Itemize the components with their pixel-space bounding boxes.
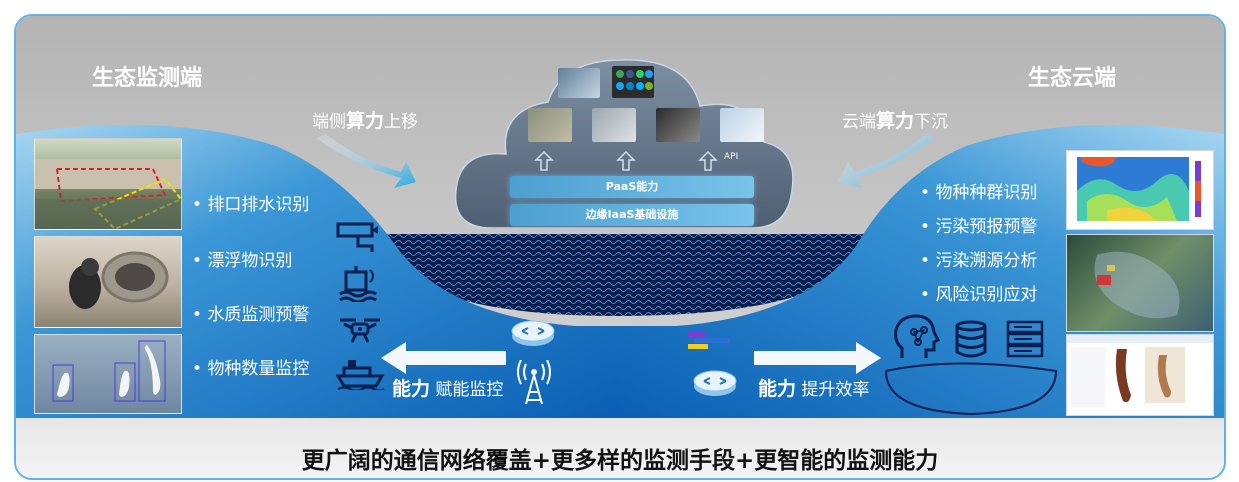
api-label: API	[724, 152, 739, 162]
left-move-suffix: 上移	[384, 112, 419, 132]
ship-icon	[336, 360, 385, 390]
left-move-prefix: 端侧	[312, 112, 346, 132]
right-bullet-text: 风险识别应对	[935, 285, 1038, 305]
iaas-bar: 边缘IaaS基础设施	[510, 204, 754, 226]
drone-icon	[340, 318, 380, 343]
left-ability-text: 赋能监控	[435, 380, 504, 400]
outfall-photo	[34, 138, 182, 230]
right-bullet-text: 物种种群识别	[935, 183, 1038, 203]
left-ability-bold: 能力	[392, 378, 431, 400]
router-icon	[693, 370, 737, 396]
satellite-map-screenshot	[1066, 234, 1214, 332]
up-arrow-icon	[616, 150, 636, 171]
edge-cloud: API PaaS能力 边缘IaaS基础设施	[452, 50, 798, 228]
right-ability-label: 能力 提升效率	[758, 374, 869, 401]
camera-icon	[336, 222, 378, 252]
robot-thumbnail	[656, 108, 700, 142]
bottom-caption: 更广阔的通信网络覆盖+更多样的监测手段+更智能的监测能力	[301, 448, 939, 474]
right-bullet-item: • 污染预报预警	[920, 217, 1038, 237]
traffic-thumbnail	[528, 108, 572, 142]
right-ability-bold: 能力	[758, 378, 797, 400]
left-bullet-item: • 水质监测预警	[192, 305, 310, 325]
right-bullet-item: • 污染溯源分析	[920, 251, 1038, 271]
up-arrow-icon	[534, 150, 554, 171]
medical-thumbnail	[720, 108, 764, 142]
left-bullet-text: 水质监测预警	[207, 305, 310, 325]
right-move-prefix: 云端	[842, 112, 876, 132]
right-compute-move: 云端算力下沉	[842, 106, 948, 133]
left-bullet-item: • 排口排水识别	[192, 195, 310, 215]
antenna-icon	[517, 360, 551, 405]
database-icon	[955, 320, 987, 358]
arrow-down-right-icon	[838, 134, 936, 188]
left-bullet-item: • 物种数量监控	[192, 359, 310, 379]
left-bullet-text: 漂浮物识别	[207, 251, 293, 271]
network-bars-icon	[688, 332, 730, 349]
right-bullet-text: 污染溯源分析	[935, 251, 1038, 271]
router-icon	[511, 320, 555, 346]
left-ability-label: 能力 赋能监控	[392, 374, 503, 401]
right-bullet-text: 污染预报预警	[935, 217, 1038, 237]
paas-bar: PaaS能力	[510, 176, 754, 198]
left-bullet-item: • 漂浮物识别	[192, 251, 293, 271]
right-title: 生态云端	[1028, 66, 1117, 91]
left-compute-move: 端侧算力上移	[312, 106, 418, 133]
city-thumbnail	[558, 68, 600, 98]
water-sensor-icon	[339, 266, 377, 302]
right-move-bold: 算力	[876, 110, 915, 132]
arrow-down-left-icon	[316, 134, 416, 188]
floating-debris-photo	[34, 236, 182, 328]
left-move-bold: 算力	[346, 110, 385, 132]
social-apps-thumbnail	[612, 66, 654, 98]
species-recognition-screenshot	[1066, 334, 1214, 416]
right-move-suffix: 下沉	[914, 112, 949, 132]
left-bullet-text: 物种数量监控	[207, 359, 310, 379]
right-bullet-item: • 物种种群识别	[920, 183, 1038, 203]
right-bullet-item: • 风险识别应对	[920, 285, 1038, 305]
egret-photo	[34, 334, 182, 414]
diagram-frame: 生态监测端 生态云端 端侧算力上移 云端算力下沉	[14, 14, 1226, 480]
left-bullet-text: 排口排水识别	[207, 195, 310, 215]
server-icon	[1006, 320, 1044, 358]
ai-head-icon	[894, 314, 940, 358]
up-arrow-icon	[698, 150, 718, 171]
heatmap-screenshot	[1066, 150, 1214, 230]
right-ability-text: 提升效率	[801, 380, 870, 400]
vehicle-thumbnail	[592, 108, 636, 142]
left-title: 生态监测端	[92, 66, 203, 91]
